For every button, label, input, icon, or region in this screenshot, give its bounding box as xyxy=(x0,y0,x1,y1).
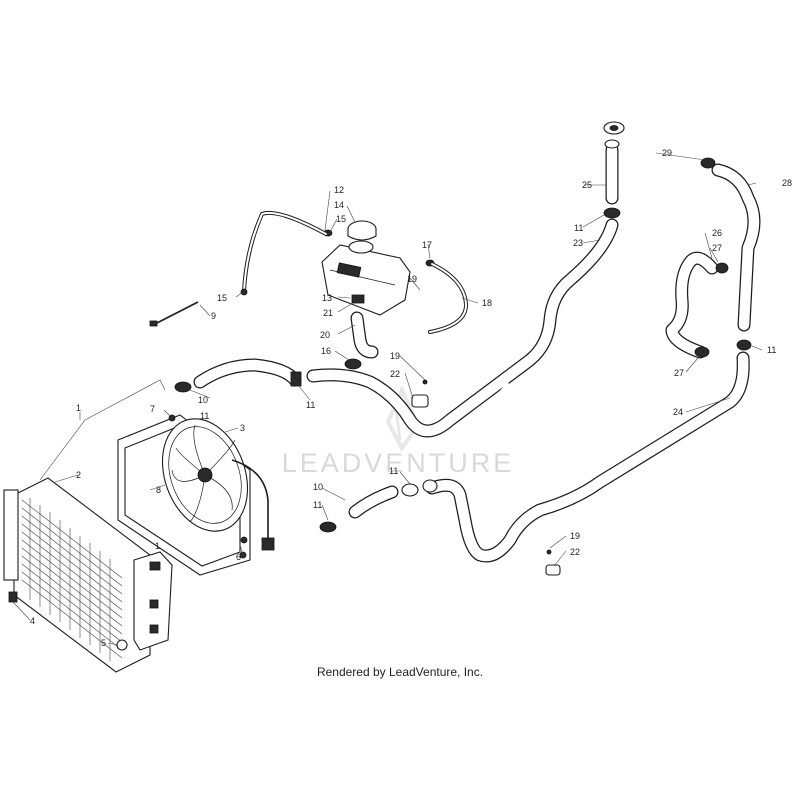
callout-22: 22 xyxy=(570,547,580,557)
callout-18: 18 xyxy=(482,298,492,308)
drain-plug xyxy=(8,591,18,603)
callout-9: 9 xyxy=(211,311,216,321)
hose-clamp xyxy=(319,479,438,533)
callout-26: 26 xyxy=(712,228,722,238)
callout-15: 15 xyxy=(217,293,227,303)
hose-break-marks xyxy=(498,382,591,497)
callout-11: 11 xyxy=(767,345,776,355)
callout-11: 11 xyxy=(306,400,315,410)
callout-6: 6 xyxy=(236,552,241,562)
hose-clamp xyxy=(174,371,302,393)
callout-4: 4 xyxy=(30,616,35,626)
lower-radiator-hose xyxy=(348,485,399,519)
radiator-left-tank xyxy=(3,489,19,581)
watermark-text: LEADVENTURE xyxy=(282,448,515,478)
callout-2: 2 xyxy=(76,470,81,480)
callout-17: 17 xyxy=(422,240,432,250)
coolant-hose-28 xyxy=(711,163,761,332)
callout-27: 27 xyxy=(712,243,722,253)
overflow-hose xyxy=(242,210,328,294)
reservoir-elbow xyxy=(350,311,379,359)
radiator xyxy=(3,379,173,673)
callout-12: 12 xyxy=(334,185,344,195)
hose-clamp xyxy=(694,157,752,358)
callout-27: 27 xyxy=(674,368,684,378)
hose-clamp xyxy=(240,288,248,296)
coolant-hose-26 xyxy=(665,251,719,359)
callout-1: 1 xyxy=(155,541,160,551)
coolant-hose-upper xyxy=(306,218,619,438)
upper-radiator-hose xyxy=(193,358,302,389)
callout-16: 16 xyxy=(321,346,331,356)
callout-22: 22 xyxy=(390,369,400,379)
petcock xyxy=(116,639,128,651)
cable-tie xyxy=(149,301,199,327)
callout-29: 29 xyxy=(662,148,672,158)
hose-clamp xyxy=(603,125,621,219)
fan-bolt xyxy=(168,414,248,559)
callout-11: 11 xyxy=(389,466,398,476)
footer-credit: Rendered by LeadVenture, Inc. xyxy=(316,665,484,679)
vent-hose xyxy=(428,262,469,334)
callout-25: 25 xyxy=(582,180,592,190)
callout-11: 11 xyxy=(200,411,209,421)
reservoir-bracket xyxy=(351,294,365,304)
callout-23: 23 xyxy=(573,238,583,248)
callout-11: 11 xyxy=(574,223,583,233)
callout-3: 3 xyxy=(240,423,245,433)
hose-fitting xyxy=(411,379,561,576)
callout-15: 15 xyxy=(336,214,346,224)
callout-20: 20 xyxy=(320,330,330,340)
callout-24: 24 xyxy=(673,407,683,417)
callout-1: 1 xyxy=(76,403,81,413)
filler-neck-hose xyxy=(603,121,625,205)
callout-13: 13 xyxy=(322,293,332,303)
coolant-hose-lower xyxy=(425,351,750,563)
callout-8: 8 xyxy=(156,485,161,495)
reservoir-cap xyxy=(347,220,377,241)
callout-21: 21 xyxy=(323,308,333,318)
callout-28: 28 xyxy=(782,178,792,188)
callout-5: 5 xyxy=(101,638,106,648)
callout-11: 11 xyxy=(313,500,322,510)
callout-19: 19 xyxy=(407,274,417,284)
radiator-fins xyxy=(21,498,123,661)
hose-clamp xyxy=(323,229,435,370)
callout-10: 10 xyxy=(198,395,208,405)
cooling-fan xyxy=(161,418,275,551)
coolant-reservoir xyxy=(321,240,411,316)
leader-lines xyxy=(12,152,763,646)
callout-7: 7 xyxy=(150,404,155,414)
callout-19: 19 xyxy=(390,351,400,361)
callout-labels: 1 1 2 3 4 5 6 7 8 9 10 10 11 11 11 11 11… xyxy=(30,148,792,648)
callout-14: 14 xyxy=(334,200,344,210)
callout-10: 10 xyxy=(313,482,323,492)
callout-19: 19 xyxy=(570,531,580,541)
